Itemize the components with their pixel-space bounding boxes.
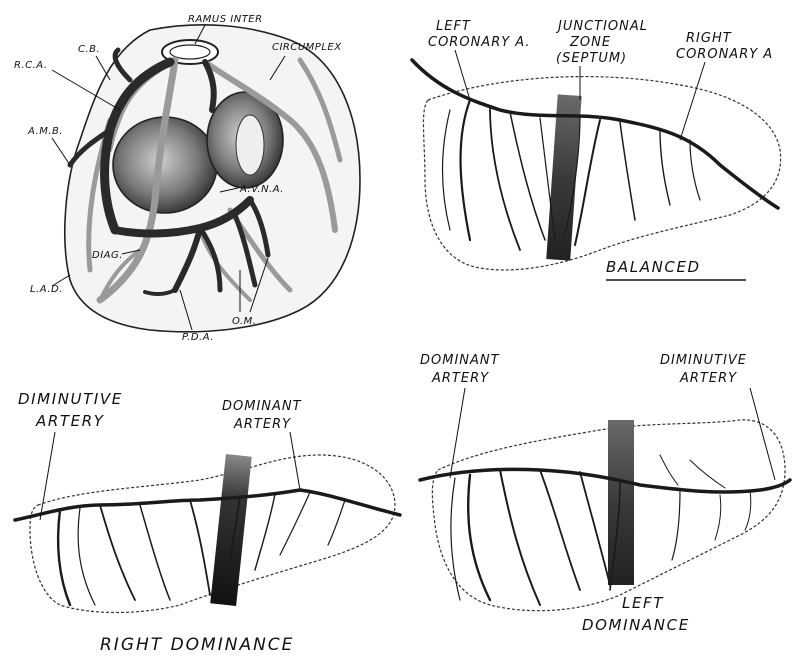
right-dominance-arteries (15, 490, 400, 605)
balanced-outline (423, 77, 780, 270)
label-rca: R.C.A. (14, 60, 48, 71)
caption-right-dominance: RIGHT DOMINANCE (100, 635, 294, 655)
label-diminutive-left-1: DIMINUTIVE (660, 353, 747, 368)
label-dominant-2: ARTERY (233, 417, 291, 432)
label-diagonal: DIAG. (92, 250, 123, 261)
label-right-coronary-1: RIGHT (686, 31, 732, 46)
left-dominance-panel: DOMINANT ARTERY DIMINUTIVE ARTERY LEFT D… (420, 353, 790, 634)
label-diminutive-left-2: ARTERY (679, 371, 737, 386)
label-circumflex: CIRCUMPLEX (272, 42, 342, 53)
label-junctional-2: ZONE (569, 35, 611, 50)
label-left-coronary-1: LEFT (436, 19, 471, 34)
caption-balanced: BALANCED (606, 258, 701, 276)
heart-panel: RAMUS INTER C.B. R.C.A. CIRCUMPLEX A.M.B… (14, 14, 360, 343)
label-diminutive-2: ARTERY (35, 412, 105, 430)
right-dominance-labels: DIMINUTIVE ARTERY DOMINANT ARTERY RIGHT … (18, 390, 302, 655)
label-obtuse-marginal: O.M. (232, 316, 256, 327)
label-avna: A.V.N.A. (239, 184, 284, 195)
label-lad: L.A.D. (30, 284, 63, 295)
caption-left-dominance-1: LEFT (622, 594, 664, 612)
right-dominance-panel: DIMINUTIVE ARTERY DOMINANT ARTERY RIGHT … (15, 390, 400, 655)
label-dominant-1: DOMINANT (222, 399, 302, 414)
balanced-labels: LEFT CORONARY A. JUNCTIONAL ZONE (SEPTUM… (428, 19, 773, 280)
label-amb: A.M.B. (27, 126, 63, 137)
caption-left-dominance-2: DOMINANCE (582, 616, 690, 634)
left-dominance-arteries (420, 455, 790, 605)
label-dominant-left-2: ARTERY (431, 371, 489, 386)
label-junctional-3: (SEPTUM) (556, 51, 627, 66)
label-junctional-1: JUNCTIONAL (555, 19, 648, 34)
left-dominance-septum (608, 420, 634, 585)
label-ramus-intermedius: RAMUS INTER (188, 14, 263, 25)
label-right-coronary-2: CORONARY A (676, 47, 773, 62)
label-diminutive-1: DIMINUTIVE (18, 390, 123, 408)
balanced-panel: LEFT CORONARY A. JUNCTIONAL ZONE (SEPTUM… (412, 19, 781, 280)
label-pda: P.D.A. (182, 332, 214, 343)
label-conus-branch: C.B. (78, 44, 100, 55)
label-left-coronary-2: CORONARY A. (428, 35, 531, 50)
label-dominant-left-1: DOMINANT (420, 353, 500, 368)
